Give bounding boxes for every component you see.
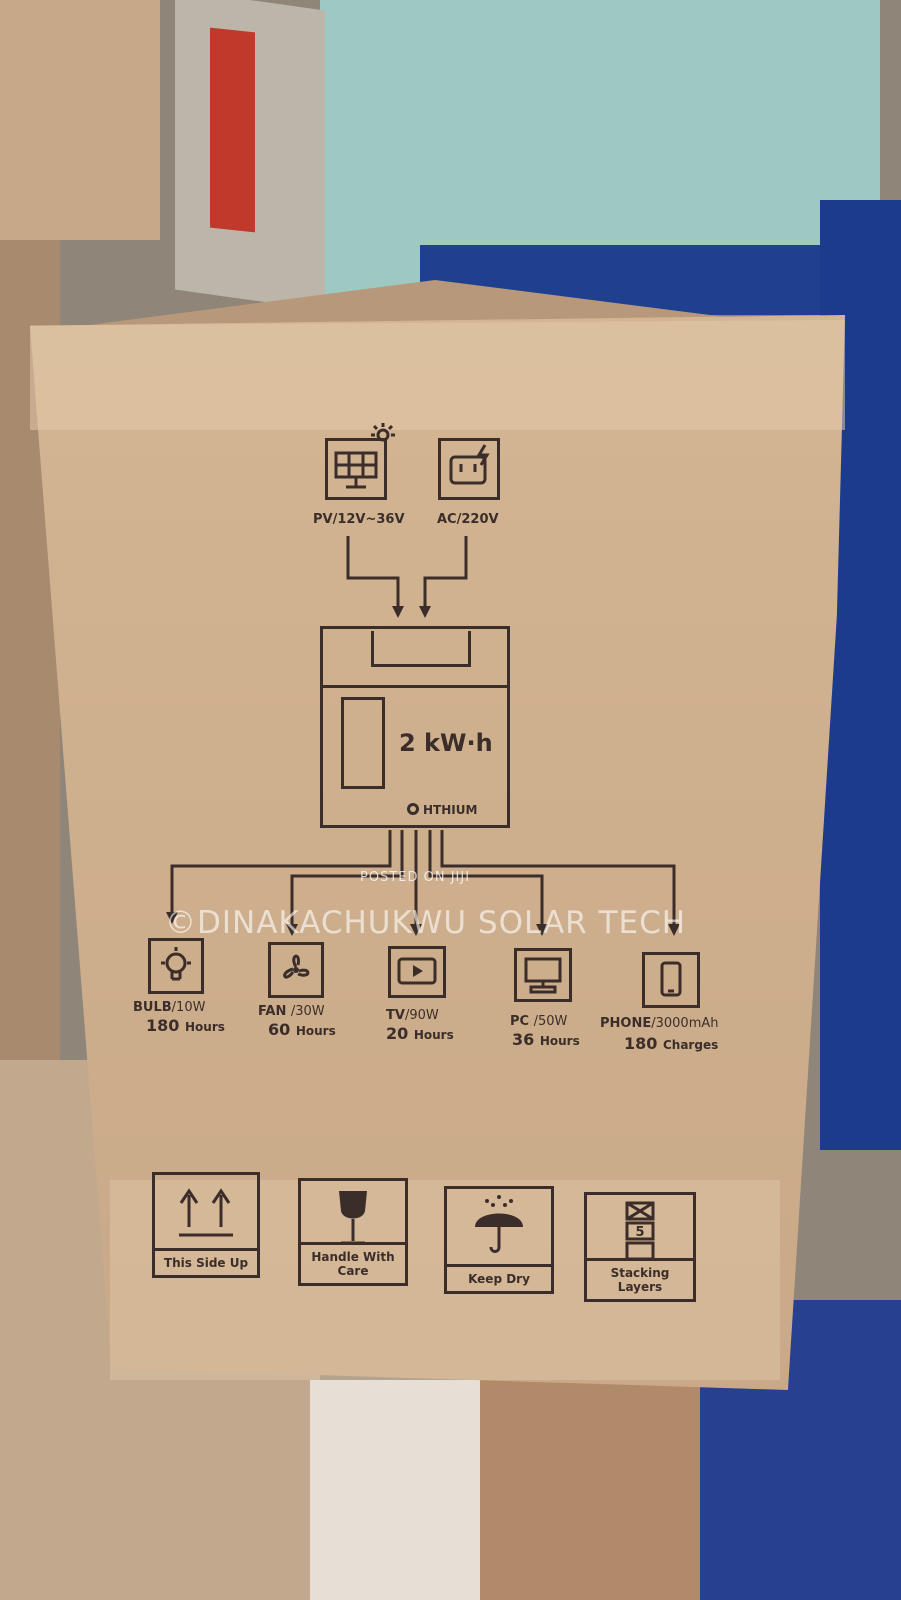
packing-tape xyxy=(30,320,845,430)
output-label-fan: FAN /30W xyxy=(258,1004,325,1019)
output-label-bulb: BULB/10W xyxy=(133,1000,206,1015)
output-runtime-fan: 60 Hours xyxy=(268,1020,336,1039)
stack-limit-number: 5 xyxy=(635,1225,645,1240)
power-station-diagram: 2 kW·h HTHIUM xyxy=(320,626,510,828)
ac-input-label: AC/220V xyxy=(437,512,499,527)
output-label-pc: PC /50W xyxy=(510,1014,568,1029)
arrows-up-icon xyxy=(179,1188,233,1237)
background-box xyxy=(0,0,160,240)
brand-label: HTHIUM xyxy=(423,803,478,817)
ac-outlet-icon xyxy=(438,438,500,500)
output-runtime-pc: 36 Hours xyxy=(512,1030,580,1049)
pc-icon xyxy=(514,948,572,1002)
device-handle xyxy=(371,631,471,667)
watermark-posted: POSTED ON JIJI xyxy=(360,870,471,885)
capacity-label: 2 kW·h xyxy=(399,729,493,757)
care-label-this-side-up: This Side Up xyxy=(152,1172,260,1278)
care-label-text: Handle With Care xyxy=(301,1242,405,1283)
stack-icon xyxy=(625,1201,655,1261)
output-runtime-tv: 20 Hours xyxy=(386,1024,454,1043)
tv-icon xyxy=(388,946,446,998)
care-label-text: This Side Up xyxy=(155,1248,257,1275)
brand-logo-icon xyxy=(407,803,419,815)
care-label-handle-with-care: Handle With Care xyxy=(298,1178,408,1286)
background-panel xyxy=(310,1380,510,1600)
solar-panel-icon xyxy=(325,438,387,500)
umbrella-icon xyxy=(475,1195,523,1253)
output-runtime-phone: 180 Charges xyxy=(624,1034,719,1053)
output-runtime-bulb: 180 Hours xyxy=(146,1016,225,1035)
fan-icon xyxy=(268,942,324,998)
background-wood xyxy=(480,1380,740,1600)
pv-input-label: PV/12V~36V xyxy=(313,512,405,527)
device-divider xyxy=(323,685,507,688)
sun-icon xyxy=(370,422,396,453)
output-label-tv: TV/90W xyxy=(386,1008,439,1023)
care-label-stacking-layers: 5 Stacking Layers xyxy=(584,1192,696,1302)
output-label-phone: PHONE/3000mAh xyxy=(600,1016,719,1031)
care-label-keep-dry: Keep Dry xyxy=(444,1186,554,1294)
cardboard-box xyxy=(30,315,845,1390)
phone-icon xyxy=(642,952,700,1008)
device-window xyxy=(341,697,385,789)
bulb-icon xyxy=(148,938,204,994)
watermark-seller: ©DINAKACHUKWU SOLAR TECH xyxy=(165,905,687,941)
care-label-text: Stacking Layers xyxy=(587,1258,693,1299)
care-label-text: Keep Dry xyxy=(447,1264,551,1291)
